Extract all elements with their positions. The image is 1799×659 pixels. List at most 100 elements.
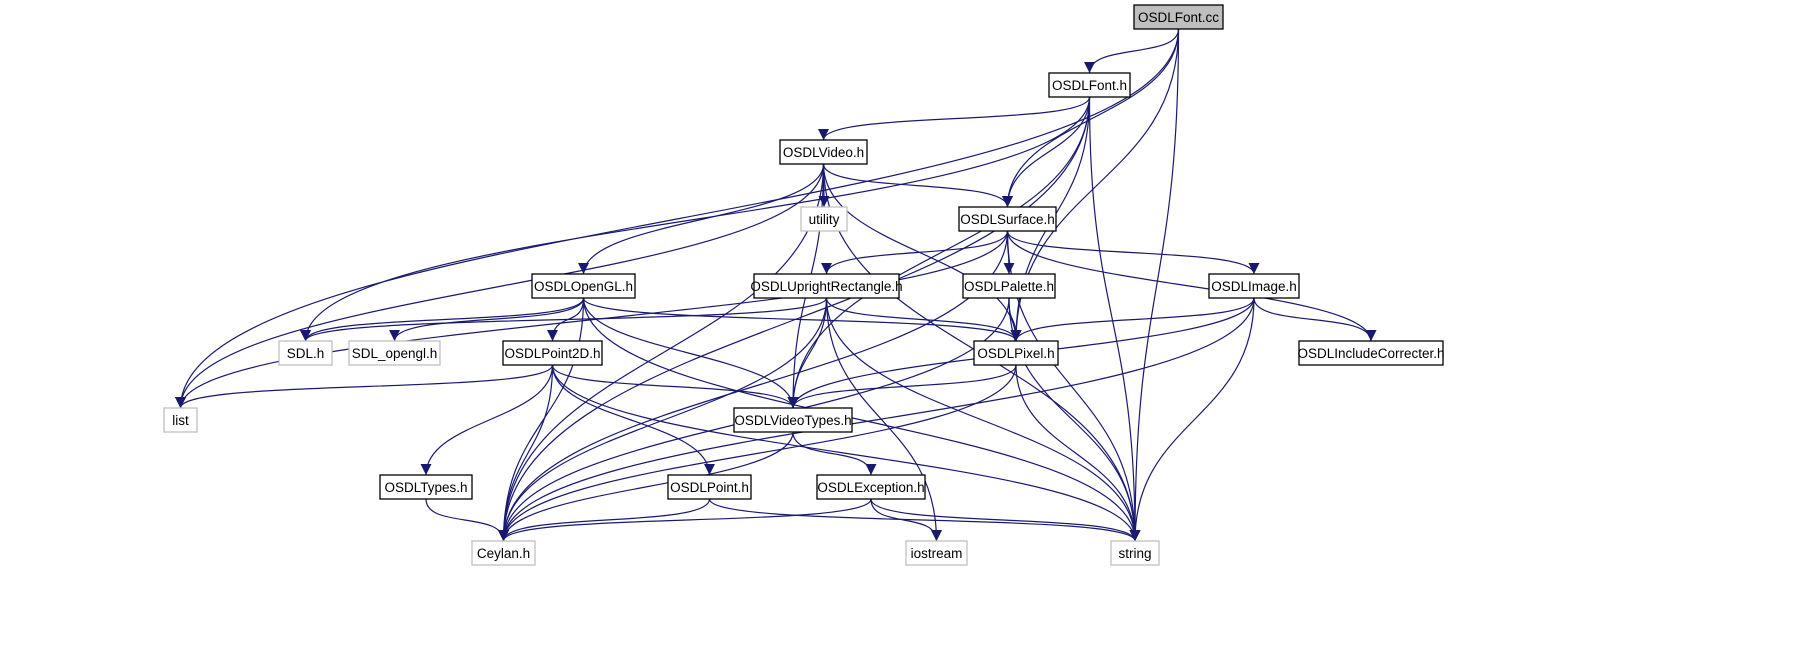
edge-osdlvideo-h-to-osdlsurface-h	[822, 163, 1013, 208]
node-sdl-opengl-h: SDL_opengl.h	[348, 340, 441, 366]
node-box	[905, 540, 968, 566]
node-label: OSDLFont.h	[1052, 78, 1127, 93]
node-label: SDL_opengl.h	[352, 346, 438, 361]
edge-osdlpoint2d-h-to-osdltypes-h	[420, 364, 554, 476]
edge-osdlexception-h-to-ceylan-h	[498, 498, 872, 542]
node-utility: utility	[800, 206, 848, 232]
node-osdlfont-cc[interactable]: OSDLFont.cc	[1133, 4, 1224, 30]
edge-layer	[175, 28, 1377, 542]
edge-osdluprightrectangle-h-to-string	[825, 297, 1141, 542]
node-box	[163, 407, 198, 433]
node-osdlexception-h[interactable]: OSDLException.h	[816, 474, 926, 500]
node-box	[502, 340, 603, 366]
node-osdlpixel-h[interactable]: OSDLPixel.h	[973, 340, 1059, 366]
node-label: OSDLImage.h	[1211, 279, 1297, 294]
node-label: OSDLUprightRectangle.h	[750, 279, 902, 294]
node-label: string	[1118, 546, 1151, 561]
node-osdlimage-h[interactable]: OSDLImage.h	[1208, 273, 1300, 299]
edge-osdlfont-cc-to-list	[175, 28, 1180, 409]
edge-osdlfont-h-to-osdlvideotypes-h	[787, 96, 1091, 409]
edge-osdlfont-cc-to-string	[1129, 28, 1180, 542]
node-box	[379, 474, 473, 500]
edge-osdlopengl-h-to-osdlpixel-h	[582, 297, 1022, 342]
node-ceylan-h: Ceylan.h	[471, 540, 536, 566]
edge-osdlsurface-h-to-osdlincludecorrecter-h	[1006, 230, 1377, 342]
node-osdlpalette-h[interactable]: OSDLPalette.h	[962, 273, 1056, 299]
node-box	[667, 474, 752, 500]
node-label: iostream	[911, 546, 963, 561]
edge-osdlsurface-h-to-osdluprightrectangle-h	[821, 230, 1009, 275]
edge-osdlfont-h-to-osdlsurface-h	[1002, 96, 1091, 208]
node-label: OSDLFont.cc	[1138, 10, 1219, 25]
node-box	[1048, 72, 1131, 98]
node-box	[973, 340, 1059, 366]
node-label: OSDLTypes.h	[384, 480, 467, 495]
node-box	[1110, 540, 1160, 566]
edge-osdlopengl-h-to-osdlvideotypes-h	[582, 297, 799, 409]
node-box	[278, 340, 333, 366]
edge-osdlpoint2d-h-to-list	[175, 364, 554, 409]
edge-osdlpoint2d-h-to-string	[551, 364, 1141, 542]
node-osdlsurface-h[interactable]: OSDLSurface.h	[958, 206, 1057, 232]
node-label: OSDLOpenGL.h	[534, 279, 633, 294]
node-osdlpoint2d-h[interactable]: OSDLPoint2D.h	[502, 340, 603, 366]
edge-osdlpixel-h-to-osdlvideotypes-h	[787, 364, 1017, 409]
edge-osdlimage-h-to-osdlincludecorrecter-h	[1253, 297, 1377, 342]
edge-osdlpoint2d-h-to-osdlpoint-h	[551, 364, 715, 476]
node-osdltypes-h[interactable]: OSDLTypes.h	[379, 474, 473, 500]
edge-osdlvideotypes-h-to-ceylan-h	[498, 431, 794, 542]
node-label: OSDLVideoTypes.h	[734, 413, 851, 428]
edge-osdlimage-h-to-string	[1129, 297, 1255, 542]
edge-osdlexception-h-to-string	[870, 498, 1141, 542]
edge-osdlpoint-h-to-ceylan-h	[498, 498, 711, 542]
node-osdlincludecorrecter-h[interactable]: OSDLIncludeCorrecter.h	[1297, 340, 1445, 366]
node-box	[1208, 273, 1300, 299]
edge-osdlvideotypes-h-to-osdlexception-h	[792, 431, 877, 476]
edge-osdlfont-cc-to-osdlfont-h	[1084, 28, 1180, 74]
edge-osdlsurface-h-to-osdlimage-h	[1006, 230, 1260, 275]
edge-osdlfont-h-to-string	[1088, 96, 1141, 542]
edge-osdlopengl-h-to-sdl-opengl-h	[389, 297, 585, 342]
edge-osdlopengl-h-to-string	[582, 297, 1141, 542]
node-osdlpoint-h[interactable]: OSDLPoint.h	[667, 474, 752, 500]
node-label: OSDLException.h	[817, 480, 924, 495]
node-box	[958, 206, 1057, 232]
node-box	[816, 474, 926, 500]
node-label: utility	[809, 212, 840, 227]
node-label: OSDLIncludeCorrecter.h	[1297, 346, 1444, 361]
node-osdluprightrectangle-h[interactable]: OSDLUprightRectangle.h	[750, 273, 903, 299]
node-box	[962, 273, 1056, 299]
edge-osdluprightrectangle-h-to-ceylan-h	[498, 297, 828, 542]
node-label: OSDLPoint.h	[670, 480, 749, 495]
edge-osdlvideo-h-to-list	[175, 163, 825, 409]
node-label: OSDLVideo.h	[783, 145, 864, 160]
node-string: string	[1110, 540, 1160, 566]
node-label: OSDLSurface.h	[960, 212, 1055, 227]
node-label: OSDLPixel.h	[977, 346, 1054, 361]
node-osdlfont-h[interactable]: OSDLFont.h	[1048, 72, 1131, 98]
node-osdlvideo-h[interactable]: OSDLVideo.h	[779, 139, 868, 165]
node-osdlvideotypes-h[interactable]: OSDLVideoTypes.h	[733, 407, 853, 433]
node-box	[800, 206, 848, 232]
node-box	[1133, 4, 1224, 30]
edge-osdlvideo-h-to-osdlopengl-h	[578, 163, 825, 275]
node-box	[779, 139, 868, 165]
edge-osdlexception-h-to-iostream	[870, 498, 942, 542]
edge-osdluprightrectangle-h-to-osdlpixel-h	[825, 297, 1022, 342]
node-box	[733, 407, 853, 433]
edge-osdlpixel-h-to-string	[1015, 364, 1141, 542]
node-label: list	[172, 413, 189, 428]
edge-osdlvideo-h-to-ceylan-h	[498, 163, 825, 542]
node-box	[471, 540, 536, 566]
node-box	[1298, 340, 1444, 366]
node-sdl-h: SDL.h	[278, 340, 333, 366]
node-list: list	[163, 407, 198, 433]
edge-osdlopengl-h-to-sdl-h	[300, 297, 585, 342]
edge-osdlimage-h-to-osdlpixel-h	[1010, 297, 1255, 342]
node-osdlopengl-h[interactable]: OSDLOpenGL.h	[531, 273, 636, 299]
edge-osdlpoint-h-to-string	[708, 498, 1141, 542]
edge-osdlpoint2d-h-to-ceylan-h	[498, 364, 554, 542]
node-box	[753, 273, 900, 299]
edge-osdlfont-h-to-osdlvideo-h	[818, 96, 1091, 141]
